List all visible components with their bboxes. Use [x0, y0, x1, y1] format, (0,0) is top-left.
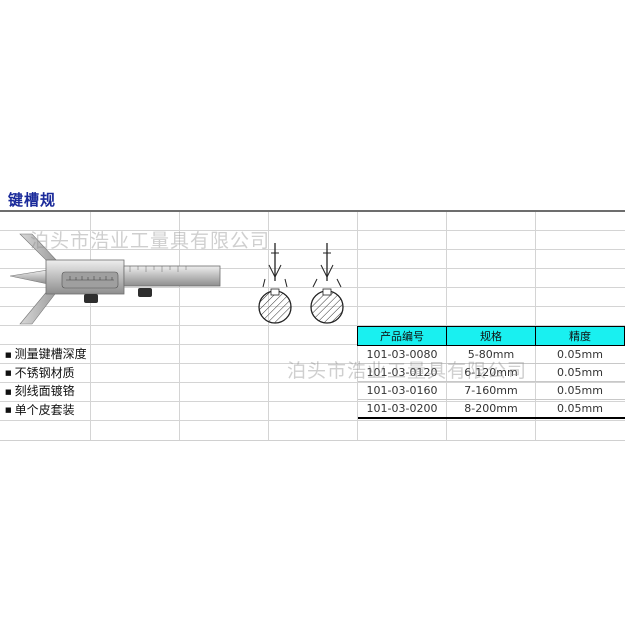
grid-column-line — [179, 212, 180, 440]
column-header-spec: 规格 — [446, 326, 536, 346]
list-item: ■刻线面镀铬 — [5, 382, 87, 401]
product-code-cell: 101-03-0160 — [357, 381, 447, 400]
grid-row-line — [0, 382, 625, 383]
table-row: 101-03-0080 5-80mm 0.05mm — [357, 345, 625, 364]
bullet-icon: ■ — [5, 406, 12, 414]
company-watermark: 泊头市浩业工量具有限公司 — [287, 360, 528, 382]
accuracy-cell: 0.05mm — [535, 363, 625, 382]
column-header-accuracy: 精度 — [535, 326, 625, 346]
title-divider — [0, 210, 625, 212]
company-watermark: 泊头市浩业工量具有限公司 — [30, 230, 271, 252]
grid-row-line — [0, 287, 625, 288]
bullet-icon: ■ — [5, 350, 12, 359]
accuracy-cell: 0.05mm — [535, 345, 625, 364]
page-title: 键槽规 — [8, 191, 57, 209]
spec-cell: 8-200mm — [446, 399, 536, 419]
spec-cell: 5-80mm — [446, 345, 536, 364]
product-code-cell: 101-03-0080 — [357, 345, 447, 364]
grid-row-line — [0, 230, 625, 231]
measurement-diagram — [258, 243, 344, 324]
table-row: 101-03-0200 8-200mm 0.05mm — [357, 399, 625, 419]
grid-column-line — [90, 212, 91, 440]
bottom-divider — [0, 440, 625, 441]
product-code-cell: 101-03-0200 — [357, 399, 447, 419]
grid-row-line — [0, 249, 625, 250]
list-item: ■测量键槽深度 — [5, 345, 87, 364]
list-item: ■单个皮套装 — [5, 401, 87, 420]
accuracy-cell: 0.05mm — [535, 399, 625, 419]
column-header-product-code: 产品编号 — [357, 326, 447, 346]
product-code-cell: 101-03-0120 — [357, 363, 447, 382]
bullet-icon: ■ — [5, 369, 12, 377]
feature-text: 单个皮套装 — [14, 402, 75, 417]
product-spec-table: 产品编号 规格 精度 101-03-0080 5-80mm 0.05mm 101… — [357, 326, 625, 419]
grid-row-line — [0, 401, 625, 402]
table-row: 101-03-0160 7-160mm 0.05mm — [357, 381, 625, 400]
list-item: ■不锈钢材质 — [5, 364, 87, 383]
table-header-row: 产品编号 规格 精度 — [357, 326, 625, 346]
grid-column-line — [268, 212, 269, 440]
accuracy-cell: 0.05mm — [535, 381, 625, 400]
spec-cell: 6-120mm — [446, 363, 536, 382]
feature-text: 测量键槽深度 — [14, 347, 87, 361]
grid-row-line — [0, 420, 625, 421]
feature-list: ■测量键槽深度 ■不锈钢材质 ■刻线面镀铬 ■单个皮套装 — [5, 345, 87, 419]
grid-row-line — [0, 325, 625, 326]
spec-cell: 7-160mm — [446, 381, 536, 400]
grid-row-line — [0, 268, 625, 269]
keyway-gauge-image — [10, 233, 221, 325]
bullet-icon: ■ — [5, 387, 12, 396]
table-row: 101-03-0120 6-120mm 0.05mm — [357, 363, 625, 382]
grid-row-line — [0, 344, 625, 345]
grid-row-line — [0, 363, 625, 364]
feature-text: 不锈钢材质 — [14, 365, 75, 380]
feature-text: 刻线面镀铬 — [14, 384, 75, 398]
